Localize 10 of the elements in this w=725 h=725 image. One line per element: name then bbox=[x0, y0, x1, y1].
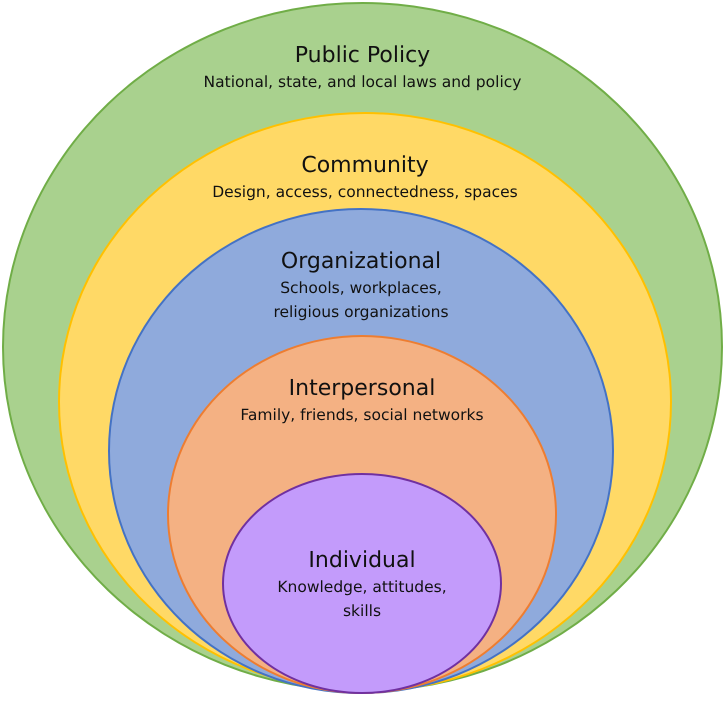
layer-description: Design, access, connectedness, spaces bbox=[212, 182, 518, 203]
layer-title: Community bbox=[301, 152, 429, 180]
layer-title: Organizational bbox=[280, 248, 442, 276]
layer-title: Interpersonal bbox=[288, 375, 436, 403]
layer-title: Individual bbox=[308, 547, 416, 575]
layer-description: Knowledge, attitudes, skills bbox=[276, 577, 448, 622]
layer-description: National, state, and local laws and policy bbox=[204, 72, 522, 93]
layer-title: Public Policy bbox=[294, 42, 430, 70]
layer-description: Family, friends, social networks bbox=[240, 405, 484, 426]
layer-description: Schools, workplaces, religious organizations bbox=[272, 278, 450, 323]
